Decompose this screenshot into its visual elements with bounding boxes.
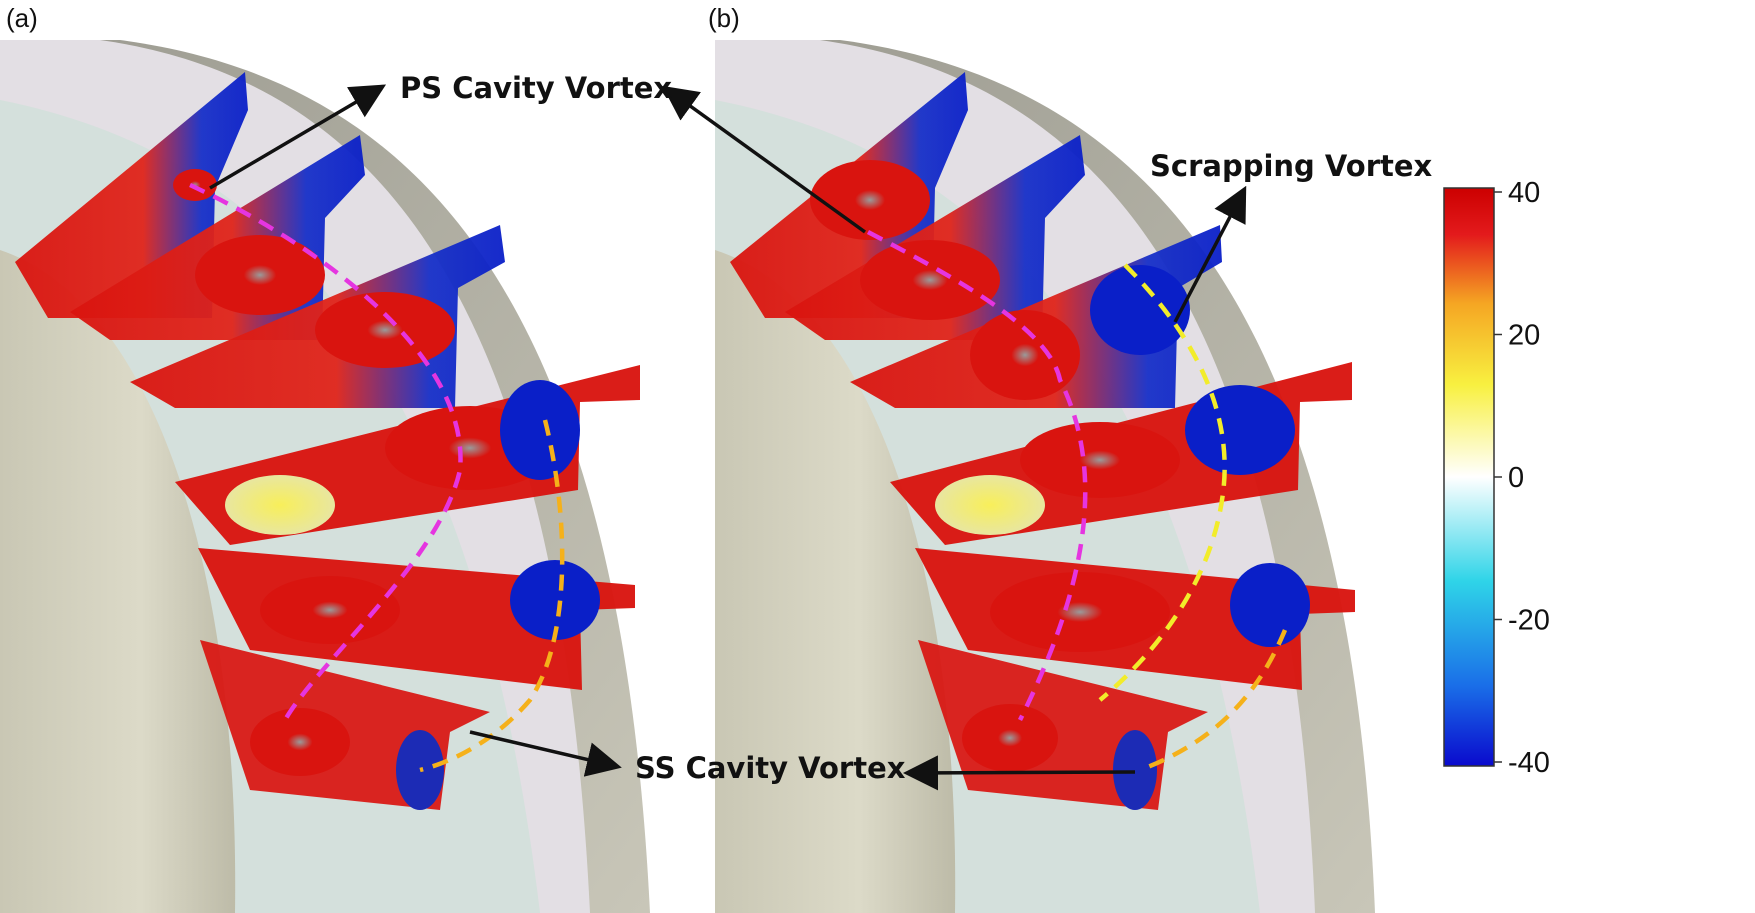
hub-surface [0,250,236,913]
panel-a: (a) [0,3,650,913]
colorbar-gradient [1443,187,1495,767]
colorbar-tick-label: 0 [1508,462,1524,494]
colorbar-tick-label: 40 [1508,177,1540,209]
scrapping-vortex-trace-b [1098,263,1227,702]
scrapping-vortex-label: Scrapping Vortex [1150,149,1433,183]
ss-vortex-trace-a [419,419,565,773]
panel-b-label: (b) [708,3,740,33]
annotations: PS Cavity Vortex Scrapping Vortex SS Cav… [209,71,1433,791]
colorbar-tick-label: 20 [1508,320,1540,352]
panel-a-label: (a) [6,3,38,33]
ss-arrow-b [903,755,1136,791]
hub-surface [715,250,956,913]
panel-b: (b) [708,3,1375,913]
colorbar-tick-label: -40 [1508,747,1550,779]
ps-arrow-a [209,84,387,190]
ss-cavity-vortex-label: SS Cavity Vortex [635,751,906,785]
colorbar: 40 20 0 -20 -40 [1443,177,1550,779]
scrapping-arrow [1173,185,1247,323]
colorbar-ticks: 40 20 0 -20 -40 [1494,177,1550,779]
contour-slices [15,72,640,810]
colorbar-tick-label: -20 [1508,605,1550,637]
ps-cavity-vortex-label: PS Cavity Vortex [400,71,672,105]
ps-arrow-b [662,85,867,234]
ps-vortex-trace-a [189,182,463,722]
ss-arrow-a [469,730,622,777]
contour-slices [730,72,1355,810]
